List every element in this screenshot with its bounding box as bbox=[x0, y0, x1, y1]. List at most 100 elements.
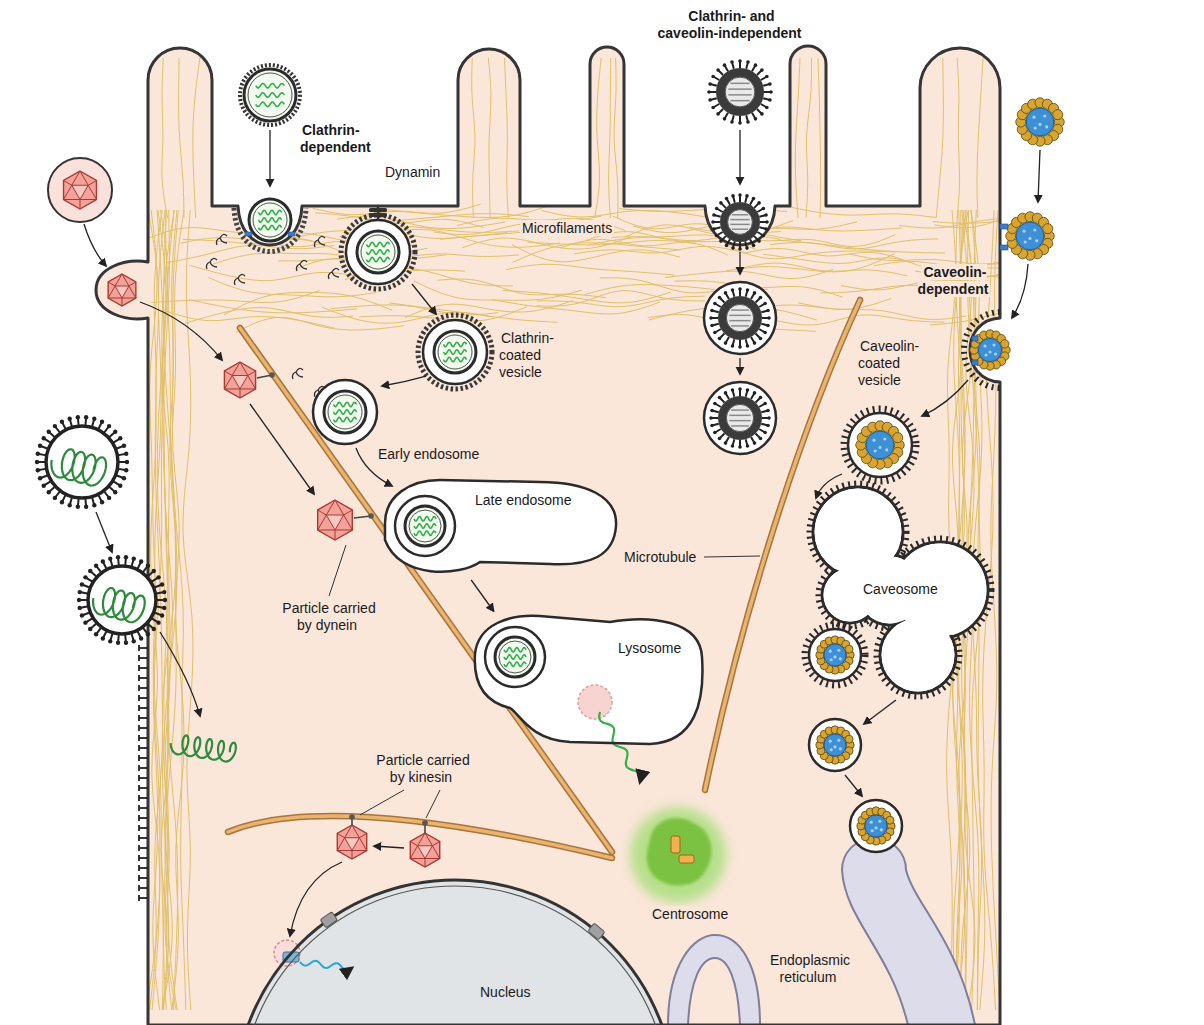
nuclear-pore bbox=[320, 912, 337, 928]
nonenveloped-virus bbox=[833, 745, 836, 748]
spiked-virus bbox=[709, 316, 713, 320]
microfilament bbox=[818, 58, 821, 218]
spiked-virus bbox=[718, 296, 762, 340]
spiked-virus bbox=[725, 244, 729, 248]
spiked-virus bbox=[730, 83, 749, 85]
enveloped-virus bbox=[53, 496, 57, 500]
icosahedral-capsid bbox=[318, 530, 335, 531]
icosahedral-capsid bbox=[108, 298, 122, 299]
enveloped-virus bbox=[107, 496, 111, 500]
icosahedral-capsid bbox=[64, 171, 97, 209]
nonenveloped-virus bbox=[871, 829, 874, 832]
nonenveloped-virus bbox=[886, 816, 894, 824]
compartment-label: Late endosome bbox=[475, 492, 572, 509]
spiked-virus bbox=[723, 63, 727, 67]
structure-label: Particle carried by kinesin bbox=[374, 752, 469, 785]
vesicle bbox=[850, 800, 902, 852]
viral-glycoprotein bbox=[139, 787, 148, 789]
nonenveloped-virus bbox=[872, 439, 875, 442]
nonenveloped-virus bbox=[1026, 108, 1054, 136]
compartment-label: Caveosome bbox=[863, 581, 938, 598]
viral-glycoprotein bbox=[138, 645, 140, 651]
dynamin-collar bbox=[369, 208, 387, 217]
nonenveloped-virus bbox=[816, 726, 854, 764]
icosahedral-capsid bbox=[224, 389, 240, 390]
dynamin-collar bbox=[369, 208, 387, 212]
structure-label: Particle carried by kinesin bbox=[372, 752, 472, 786]
viral-glycoprotein bbox=[139, 687, 148, 689]
leader-line bbox=[426, 790, 440, 818]
viral-glycoprotein bbox=[139, 727, 148, 729]
spiked-virus bbox=[729, 320, 750, 322]
caveosome-compartment: Caveosome bbox=[805, 480, 995, 695]
spiked-virus bbox=[723, 117, 727, 121]
structure-label: Caveolin- coated vesicle bbox=[858, 338, 930, 389]
nonenveloped-virus bbox=[819, 639, 851, 671]
rna-virus bbox=[495, 637, 535, 677]
structure-label: Early endosome bbox=[376, 446, 481, 462]
microfilament bbox=[488, 58, 491, 218]
nucleus: Nucleus bbox=[235, 880, 675, 1025]
clathrin-triskelion bbox=[206, 258, 217, 269]
enveloped-virus bbox=[146, 563, 150, 567]
spiked-virus bbox=[752, 197, 756, 201]
icosahedral-capsid bbox=[318, 500, 353, 540]
enveloped-virus bbox=[101, 636, 105, 640]
pathway-arrow bbox=[250, 404, 314, 494]
enveloped-virus bbox=[125, 460, 129, 464]
viral-glycoprotein bbox=[139, 827, 148, 829]
structure-label: Clathrin- coated vesicle bbox=[499, 330, 554, 380]
spiked-virus bbox=[711, 75, 715, 79]
receptor bbox=[288, 232, 295, 236]
enveloped-virus bbox=[108, 639, 112, 643]
microfilament bbox=[163, 210, 176, 1010]
enveloped-virus bbox=[122, 476, 126, 480]
vesicle bbox=[423, 320, 487, 384]
enveloped-virus bbox=[108, 556, 112, 560]
spiked-virus bbox=[725, 197, 729, 201]
spiked-virus bbox=[763, 402, 767, 406]
microfilament bbox=[193, 58, 200, 218]
icosahedral-capsid bbox=[224, 362, 255, 398]
spiked-virus bbox=[709, 287, 771, 349]
enveloped-virus bbox=[67, 417, 71, 421]
pathway-title: Caveolin- dependent bbox=[918, 264, 991, 297]
vesicle bbox=[809, 719, 861, 771]
nonenveloped-virus bbox=[874, 449, 877, 452]
vesicle bbox=[805, 625, 865, 685]
rna-virus bbox=[504, 655, 526, 659]
nonenveloped-virus bbox=[1024, 240, 1027, 243]
enveloped-virus bbox=[124, 555, 128, 559]
microfilament bbox=[614, 58, 618, 218]
compartment-outline bbox=[235, 880, 675, 1025]
nonenveloped-virus bbox=[1001, 340, 1009, 348]
nonenveloped-virus bbox=[1043, 114, 1046, 117]
vesicle bbox=[844, 409, 916, 481]
enveloped-virus bbox=[146, 632, 150, 636]
nuclear-pore bbox=[588, 923, 605, 940]
rna-virus bbox=[357, 231, 399, 273]
icosahedral-capsid bbox=[410, 833, 439, 867]
microfilament bbox=[798, 303, 966, 320]
spiked-virus bbox=[753, 341, 757, 345]
viral-glycoprotein bbox=[138, 855, 140, 861]
spiked-virus bbox=[719, 201, 723, 205]
viral-glycoprotein bbox=[138, 885, 140, 891]
icosahedral-capsid bbox=[432, 842, 439, 846]
viral-glycoprotein bbox=[139, 897, 148, 899]
microtubule bbox=[240, 328, 612, 852]
spiked-virus bbox=[710, 409, 714, 413]
viral-glycoprotein bbox=[139, 657, 148, 659]
spiked-virus bbox=[738, 59, 742, 63]
rna-virus bbox=[258, 210, 281, 214]
spiked-virus bbox=[716, 68, 764, 116]
spiked-virus bbox=[762, 207, 766, 211]
enveloped-virus bbox=[124, 452, 128, 456]
nonenveloped-virus bbox=[829, 740, 832, 743]
centrosome bbox=[630, 807, 726, 903]
clathrin-triskelion bbox=[234, 274, 245, 285]
vesicle bbox=[395, 496, 455, 556]
spiked-virus bbox=[730, 120, 734, 124]
nonenveloped-virus bbox=[866, 431, 894, 459]
